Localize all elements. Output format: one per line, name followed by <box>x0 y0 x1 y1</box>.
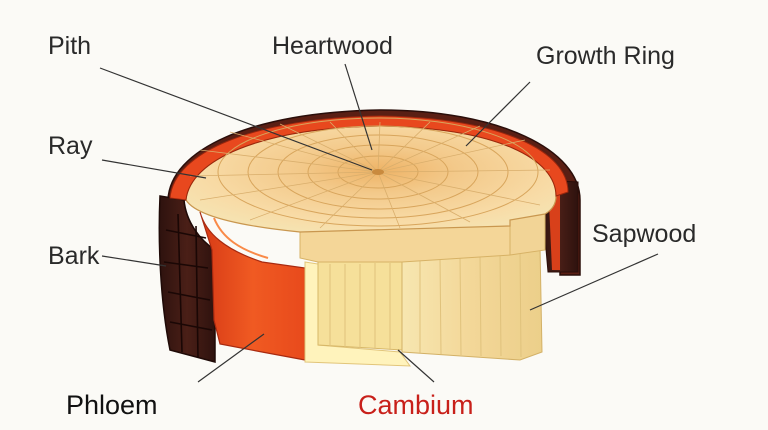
pith-leader <box>99 67 373 171</box>
growth-ring-leader <box>465 81 531 147</box>
label-growth-ring: Growth Ring <box>536 42 675 70</box>
heartwood-leader <box>344 63 373 151</box>
label-pith: Pith <box>48 32 92 60</box>
ray-leader <box>101 159 207 179</box>
pith-core <box>372 169 384 175</box>
rays <box>189 121 551 229</box>
growth-rings <box>217 117 539 227</box>
phloem-wall <box>199 211 306 361</box>
bark-front-wall <box>158 195 216 363</box>
sapwood-leader <box>529 253 659 311</box>
label-heartwood: Heartwood <box>272 32 393 60</box>
top-cross-section <box>169 115 569 233</box>
label-sapwood: Sapwood <box>592 220 697 248</box>
sapwood-wall <box>317 245 543 361</box>
phloem-leader <box>197 333 265 383</box>
label-phloem: Phloem <box>66 390 158 420</box>
label-ray: Ray <box>48 132 93 160</box>
leader-lines <box>99 63 659 383</box>
label-bark: Bark <box>48 242 100 270</box>
cambium-leader <box>397 349 435 383</box>
label-cambium: Cambium <box>358 390 474 420</box>
bark-leader <box>101 255 167 267</box>
